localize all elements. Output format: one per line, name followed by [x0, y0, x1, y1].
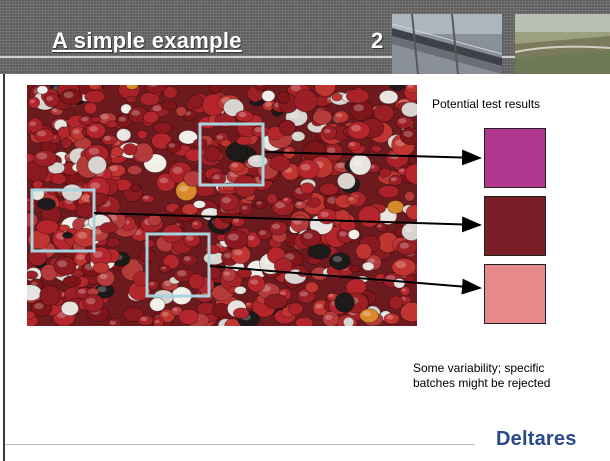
variability-caption-line-2: batches might be rejected: [413, 376, 551, 390]
result-swatch-1: [484, 128, 546, 188]
potential-results-caption: Potential test results: [432, 97, 541, 111]
header-rule: [0, 56, 610, 58]
header-bridge-photo: [392, 14, 502, 74]
footer-rule: [5, 444, 475, 445]
deltares-logo: Deltares: [496, 428, 577, 450]
bottle-caps-photo: [27, 85, 417, 326]
bottle-caps-image: [27, 85, 417, 326]
slide-title: A simple example: [52, 28, 242, 53]
result-swatch-2: [484, 196, 546, 256]
header-landscape-photo: [515, 14, 610, 74]
variability-caption: Some variability; specific batches might…: [413, 361, 550, 391]
slide-left-rule: [3, 74, 5, 461]
header-pattern: [0, 0, 610, 74]
slide-header: A simple example 2: [0, 0, 610, 74]
variability-caption-line-1: Some variability; specific: [413, 361, 545, 375]
result-swatch-3: [484, 264, 546, 324]
slide-number: 2: [371, 28, 384, 53]
